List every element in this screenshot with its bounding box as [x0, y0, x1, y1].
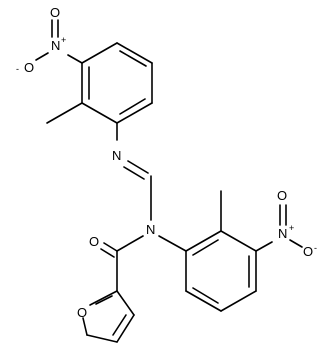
atom-o-nitro-right-minus: O — [303, 244, 313, 259]
top-methyl-bond — [46, 102, 83, 124]
top-nitro-single-bond — [35, 52, 49, 61]
right-benzene-ring — [185, 230, 257, 312]
atom-o-nitro-top-upper: O — [50, 5, 60, 20]
atom-n-amide: N — [146, 222, 155, 237]
imine-double-bond-a — [127, 160, 149, 174]
imine-double-bond-b — [123, 166, 145, 180]
atom-o-carbonyl: O — [89, 234, 99, 249]
top-ring-nitro-bond — [67, 54, 83, 64]
atom-n-imine: N — [112, 148, 121, 163]
atom-n-nitro-top: N — [51, 38, 60, 53]
right-nitro-single-bond — [289, 239, 303, 248]
atom-o-nitro-top-minus: O — [24, 60, 34, 75]
atom-o-nitro-right-upper: O — [277, 188, 287, 203]
amide-n-to-carbonyl-bond — [116, 235, 144, 252]
furan-ring — [82, 290, 135, 343]
charge-minus-top-nitro: - — [16, 64, 19, 74]
charge-plus-right-nitro: + — [289, 223, 294, 233]
charge-minus-right-nitro: - — [314, 243, 317, 253]
carbonyl-double-bond-a — [103, 242, 118, 252]
amide-n-to-right-ring-bond — [158, 235, 187, 252]
atom-n-nitro-right: N — [278, 226, 287, 241]
atom-o-furan: O — [77, 305, 87, 320]
charge-plus-top-nitro: + — [61, 35, 66, 45]
top-benzene-ring — [81, 42, 153, 124]
carbonyl-double-bond-b — [100, 248, 115, 258]
right-ring-nitro-bond — [255, 241, 273, 252]
